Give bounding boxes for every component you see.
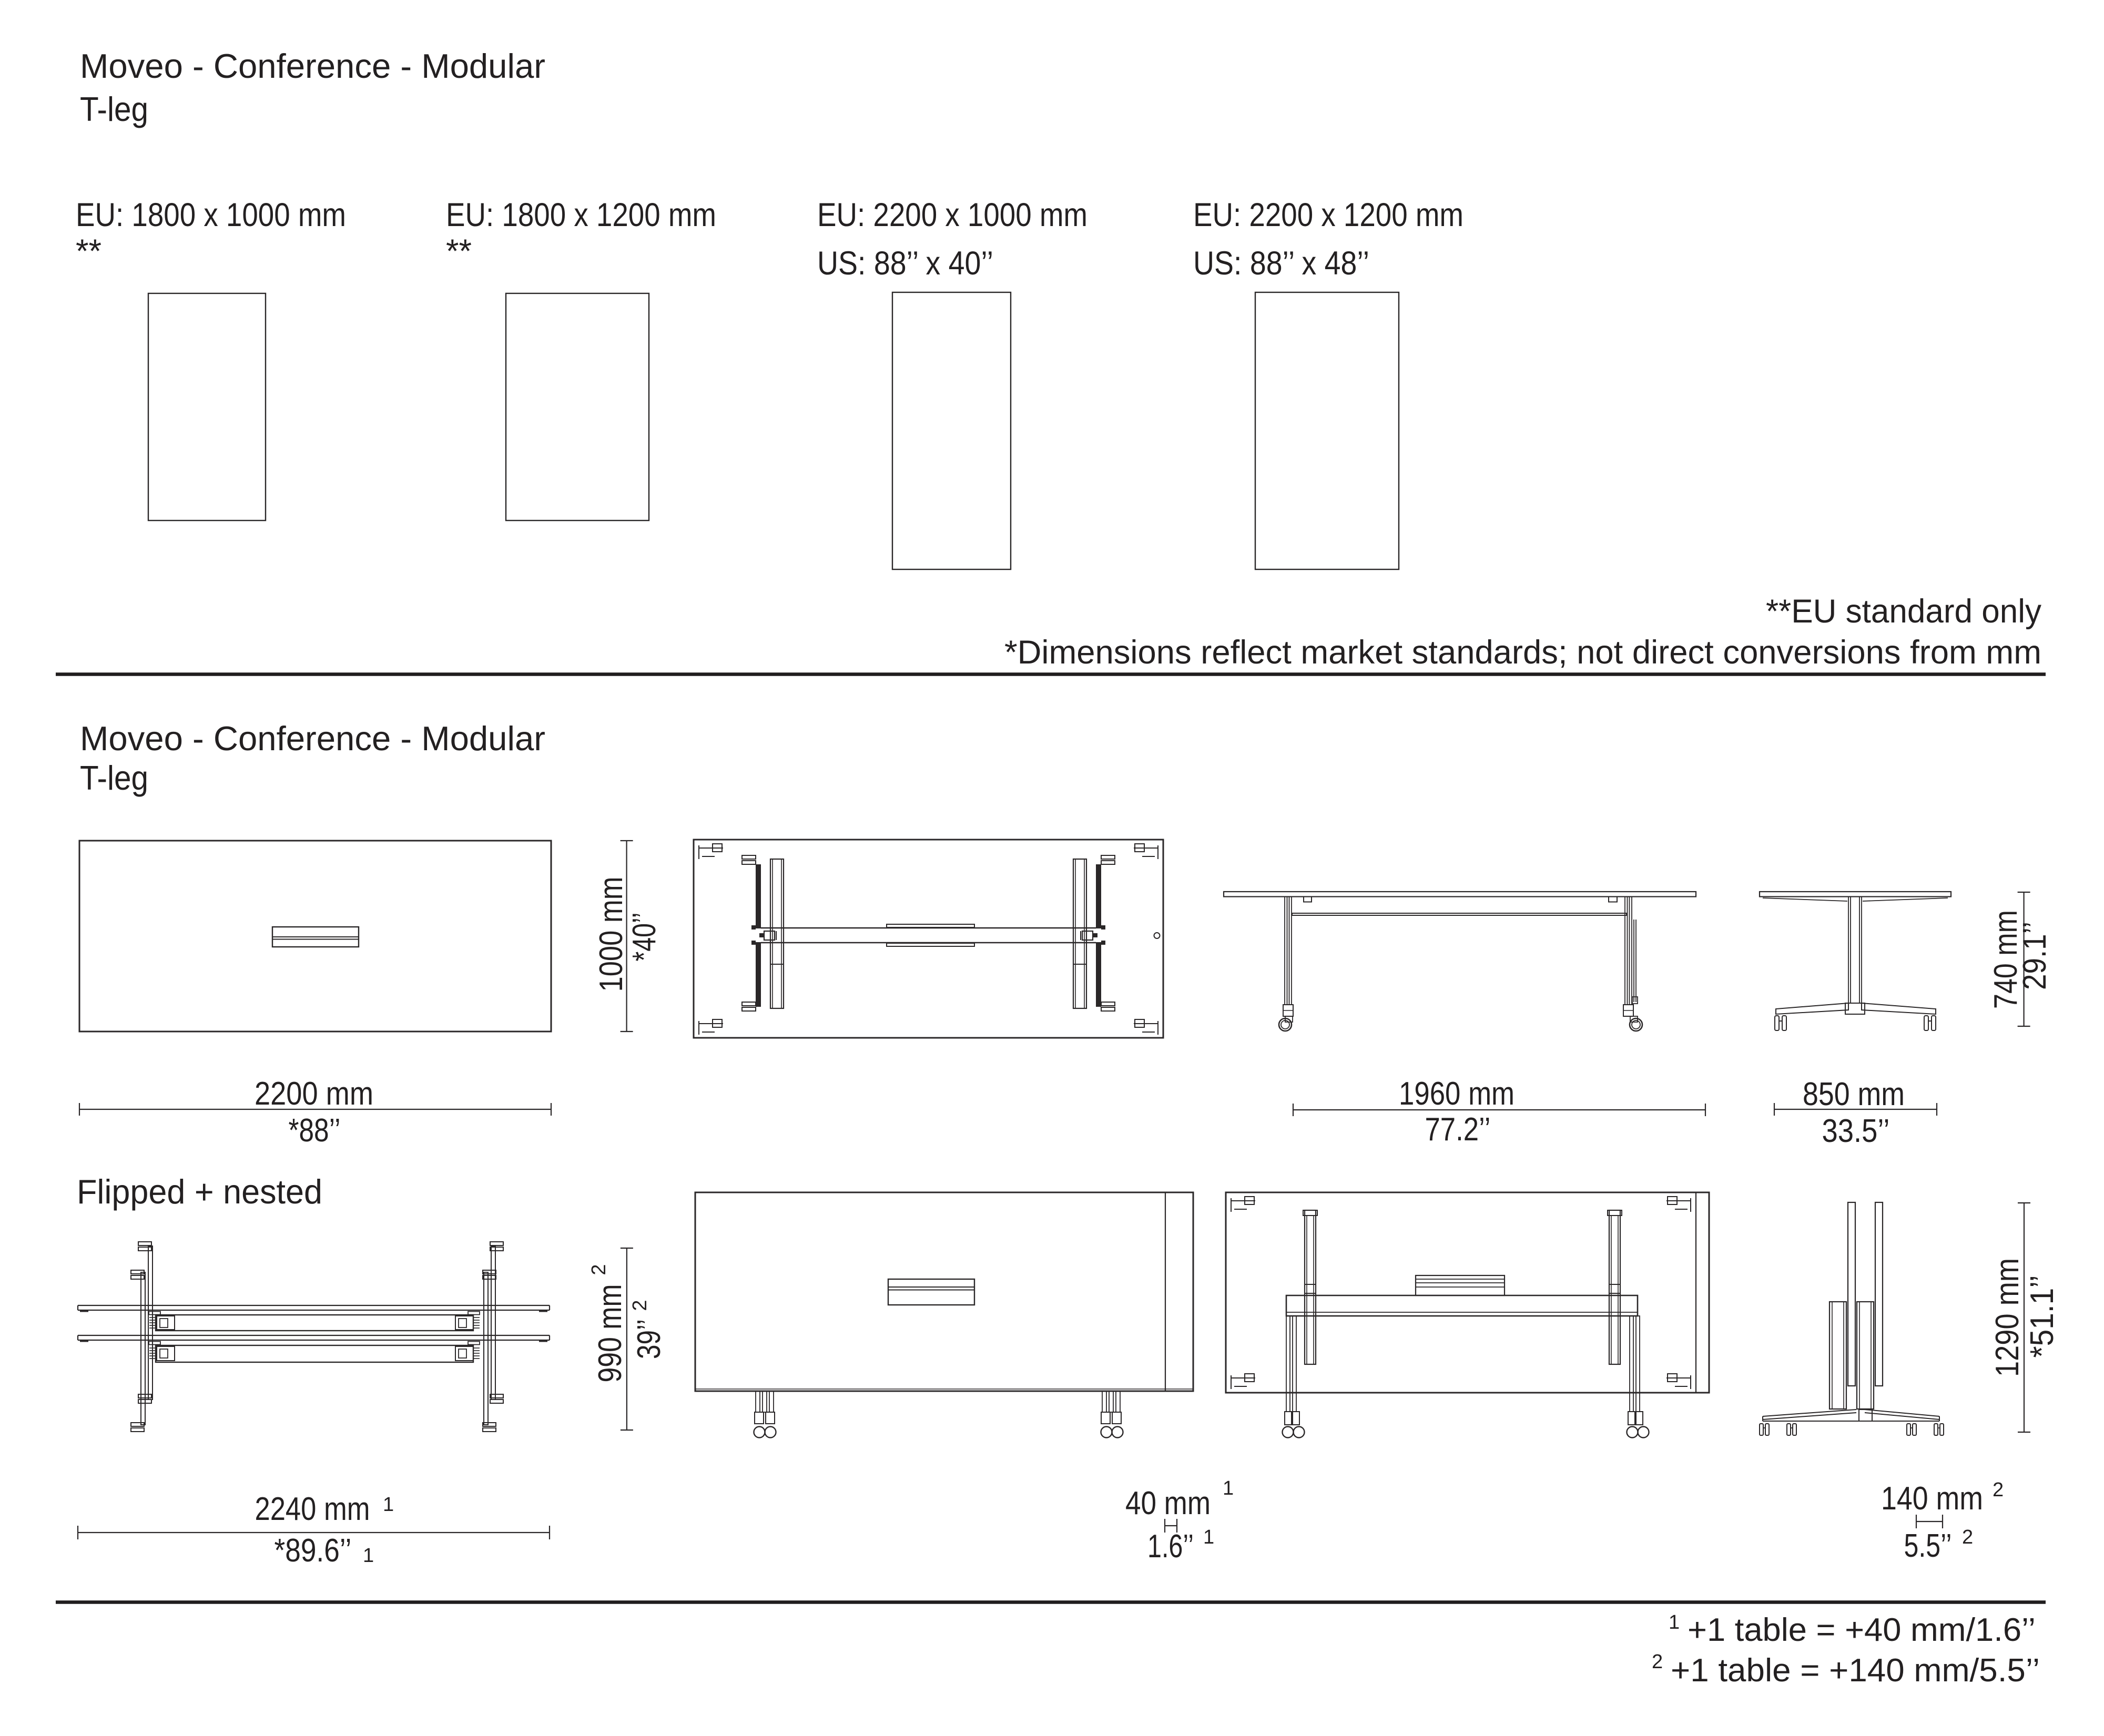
svg-text:990 mm: 990 mm xyxy=(592,1284,628,1383)
svg-text:T-leg: T-leg xyxy=(80,90,148,128)
svg-text:+1 table = +40 mm/1.6’’: +1 table = +40 mm/1.6’’ xyxy=(1688,1612,2036,1648)
svg-text:*Dimensions reflect market sta: *Dimensions reflect market standards; no… xyxy=(1004,634,2041,671)
svg-text:1: 1 xyxy=(1203,1526,1214,1548)
svg-text:850 mm: 850 mm xyxy=(1803,1076,1905,1112)
svg-text:*88’’: *88’’ xyxy=(289,1112,341,1149)
svg-text:5.5’’: 5.5’’ xyxy=(1904,1528,1952,1564)
svg-text:*51.1’’: *51.1’’ xyxy=(2024,1275,2060,1358)
svg-text:2: 2 xyxy=(1993,1479,2004,1501)
svg-text:33.5’’: 33.5’’ xyxy=(1822,1113,1890,1149)
svg-text:1: 1 xyxy=(383,1494,394,1516)
svg-text:Flipped + nested: Flipped + nested xyxy=(77,1172,322,1211)
svg-text:77.2’’: 77.2’’ xyxy=(1425,1111,1491,1148)
svg-text:Moveo - Conference - Modular: Moveo - Conference - Modular xyxy=(80,47,545,85)
svg-text:T-leg: T-leg xyxy=(80,759,148,797)
svg-text:2200 mm: 2200 mm xyxy=(255,1076,373,1112)
svg-text:*89.6’’: *89.6’’ xyxy=(275,1533,352,1569)
svg-text:40 mm: 40 mm xyxy=(1125,1485,1211,1521)
svg-text:**EU standard only: **EU standard only xyxy=(1766,593,2041,630)
svg-text:1290 mm: 1290 mm xyxy=(1989,1258,2026,1377)
svg-text:1: 1 xyxy=(1223,1477,1234,1499)
svg-text:EU: 2200 x 1200 mm: EU: 2200 x 1200 mm xyxy=(1193,197,1463,233)
svg-text:US: 88’’ x 40’’: US: 88’’ x 40’’ xyxy=(817,245,993,282)
svg-text:39’’: 39’’ xyxy=(631,1319,667,1359)
svg-text:29.1’’: 29.1’’ xyxy=(2017,922,2053,990)
svg-text:1: 1 xyxy=(1669,1611,1680,1633)
svg-text:2: 2 xyxy=(629,1300,651,1311)
svg-text:140 mm: 140 mm xyxy=(1881,1480,1983,1517)
svg-text:EU: 1800 x 1200 mm: EU: 1800 x 1200 mm xyxy=(446,197,716,233)
svg-text:2: 2 xyxy=(588,1264,610,1275)
svg-text:1960 mm: 1960 mm xyxy=(1399,1076,1515,1112)
svg-text:*40’’: *40’’ xyxy=(626,913,663,962)
svg-text:+1 table = +140 mm/5.5’’: +1 table = +140 mm/5.5’’ xyxy=(1671,1652,2040,1689)
svg-text:740 mm: 740 mm xyxy=(1988,910,2024,1009)
svg-text:EU: 2200 x 1000 mm: EU: 2200 x 1000 mm xyxy=(817,197,1087,233)
svg-text:2: 2 xyxy=(1962,1526,1973,1548)
svg-text:1.6’’: 1.6’’ xyxy=(1147,1528,1194,1565)
svg-text:1000 mm: 1000 mm xyxy=(593,877,629,992)
svg-text:2: 2 xyxy=(1652,1651,1663,1673)
svg-text:US: 88’’ x 48’’: US: 88’’ x 48’’ xyxy=(1193,245,1369,282)
svg-text:**: ** xyxy=(446,233,472,270)
svg-text:Moveo - Conference - Modular: Moveo - Conference - Modular xyxy=(80,719,545,758)
svg-text:1: 1 xyxy=(363,1545,374,1567)
svg-text:EU: 1800 x 1000 mm: EU: 1800 x 1000 mm xyxy=(76,197,346,233)
svg-text:2240 mm: 2240 mm xyxy=(255,1491,370,1527)
svg-text:**: ** xyxy=(76,233,101,270)
